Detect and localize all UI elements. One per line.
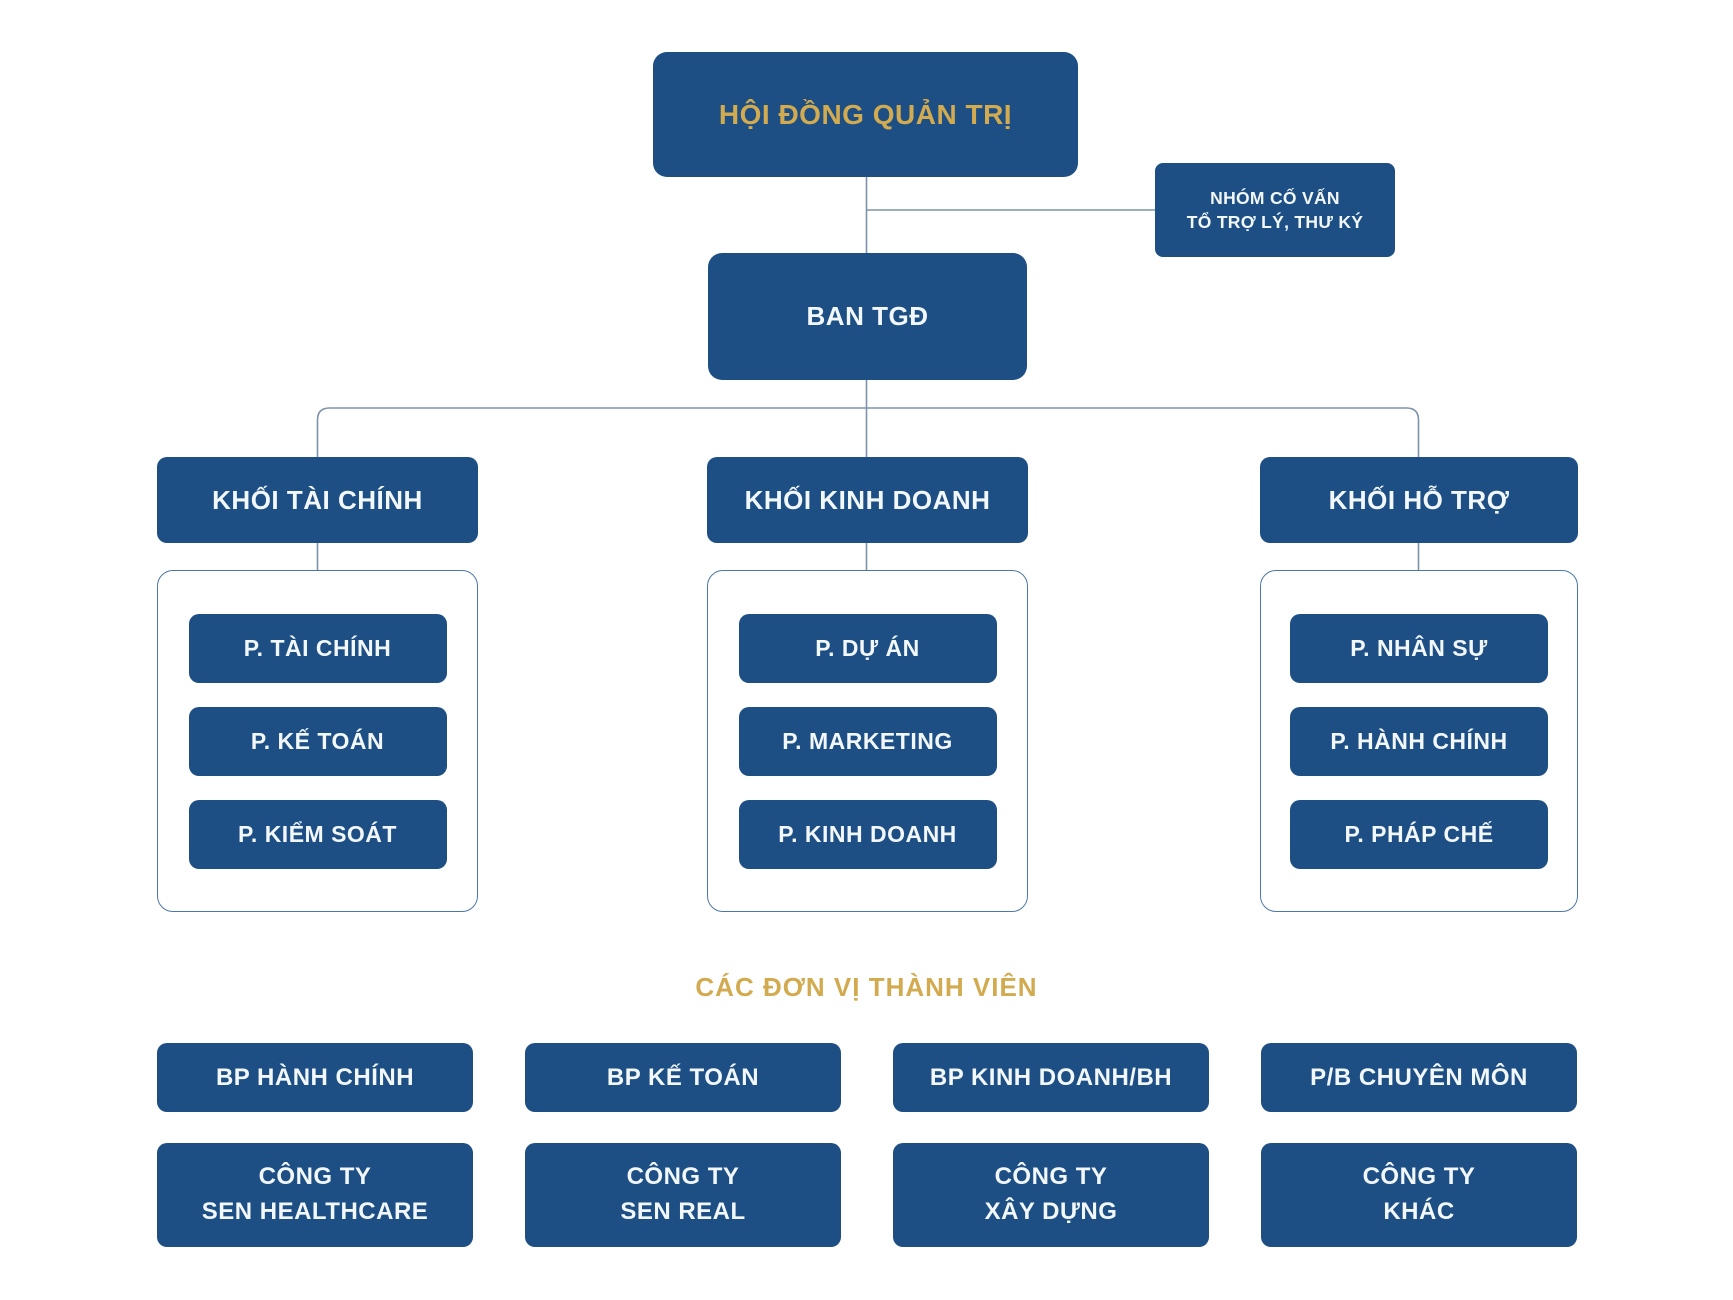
node-p-nhan-su: P. NHÂN SỰ	[1290, 614, 1548, 683]
dept-group-tai-chinh: P. TÀI CHÍNH P. KẾ TOÁN P. KIỂM SOÁT	[157, 570, 478, 912]
company-line1: CÔNG TY	[626, 1163, 740, 1191]
dept-group-ho-tro: P. NHÂN SỰ P. HÀNH CHÍNH P. PHÁP CHẾ	[1260, 570, 1578, 912]
node-p-hanh-chinh: P. HÀNH CHÍNH	[1290, 707, 1548, 776]
company-line2: SEN REAL	[620, 1198, 746, 1225]
node-bp-ke-toan: BP KẾ TOÁN	[525, 1043, 841, 1112]
company-line2: XÂY DỰNG	[984, 1198, 1118, 1225]
node-khoi-ho-tro: KHỐI HỖ TRỢ	[1260, 457, 1578, 543]
company-line1: CÔNG TY	[994, 1163, 1108, 1191]
node-p-marketing: P. MARKETING	[738, 707, 997, 776]
node-bp-hanh-chinh: BP HÀNH CHÍNH	[157, 1043, 473, 1112]
node-p-du-an: P. DỰ ÁN	[738, 614, 997, 683]
node-p-ke-toan: P. KẾ TOÁN	[188, 707, 447, 776]
node-khoi-tai-chinh: KHỐI TÀI CHÍNH	[157, 457, 478, 543]
company-line1: CÔNG TY	[258, 1163, 372, 1191]
node-p-phap-che: P. PHÁP CHẾ	[1290, 800, 1548, 869]
node-khoi-kinh-doanh: KHỐI KINH DOANH	[707, 457, 1028, 543]
company-line2: SEN HEALTHCARE	[201, 1198, 429, 1225]
members-section-heading: CÁC ĐƠN VỊ THÀNH VIÊN	[695, 972, 1038, 1002]
node-cong-ty-khac: CÔNG TY KHÁC	[1261, 1143, 1577, 1247]
dept-group-kinh-doanh: P. DỰ ÁN P. MARKETING P. KINH DOANH	[707, 570, 1028, 912]
node-cong-ty-xay-dung: CÔNG TY XÂY DỰNG	[893, 1143, 1209, 1247]
connector-branch-bar	[316, 407, 1420, 457]
node-board-of-directors: HỘI ĐỒNG QUẢN TRỊ	[653, 52, 1078, 177]
company-line2: KHÁC	[1383, 1198, 1455, 1225]
node-cong-ty-sen-healthcare: CÔNG TY SEN HEALTHCARE	[157, 1143, 473, 1247]
node-p-kiem-soat: P. KIỂM SOÁT	[188, 800, 447, 869]
node-cong-ty-sen-real: CÔNG TY SEN REAL	[525, 1143, 841, 1247]
node-pb-chuyen-mon: P/B CHUYÊN MÔN	[1261, 1043, 1577, 1112]
advisor-line1: NHÓM CỐ VẤN	[1210, 187, 1340, 208]
advisor-line2: TỔ TRỢ LÝ, THƯ KÝ	[1186, 212, 1364, 232]
company-line1: CÔNG TY	[1362, 1163, 1476, 1191]
node-p-kinh-doanh: P. KINH DOANH	[738, 800, 997, 869]
node-bp-kinh-doanh-bh: BP KINH DOANH/BH	[893, 1043, 1209, 1112]
node-advisor-group: NHÓM CỐ VẤN TỔ TRỢ LÝ, THƯ KÝ	[1155, 163, 1395, 257]
node-ban-tgd: BAN TGĐ	[708, 253, 1027, 380]
node-p-tai-chinh: P. TÀI CHÍNH	[188, 614, 447, 683]
